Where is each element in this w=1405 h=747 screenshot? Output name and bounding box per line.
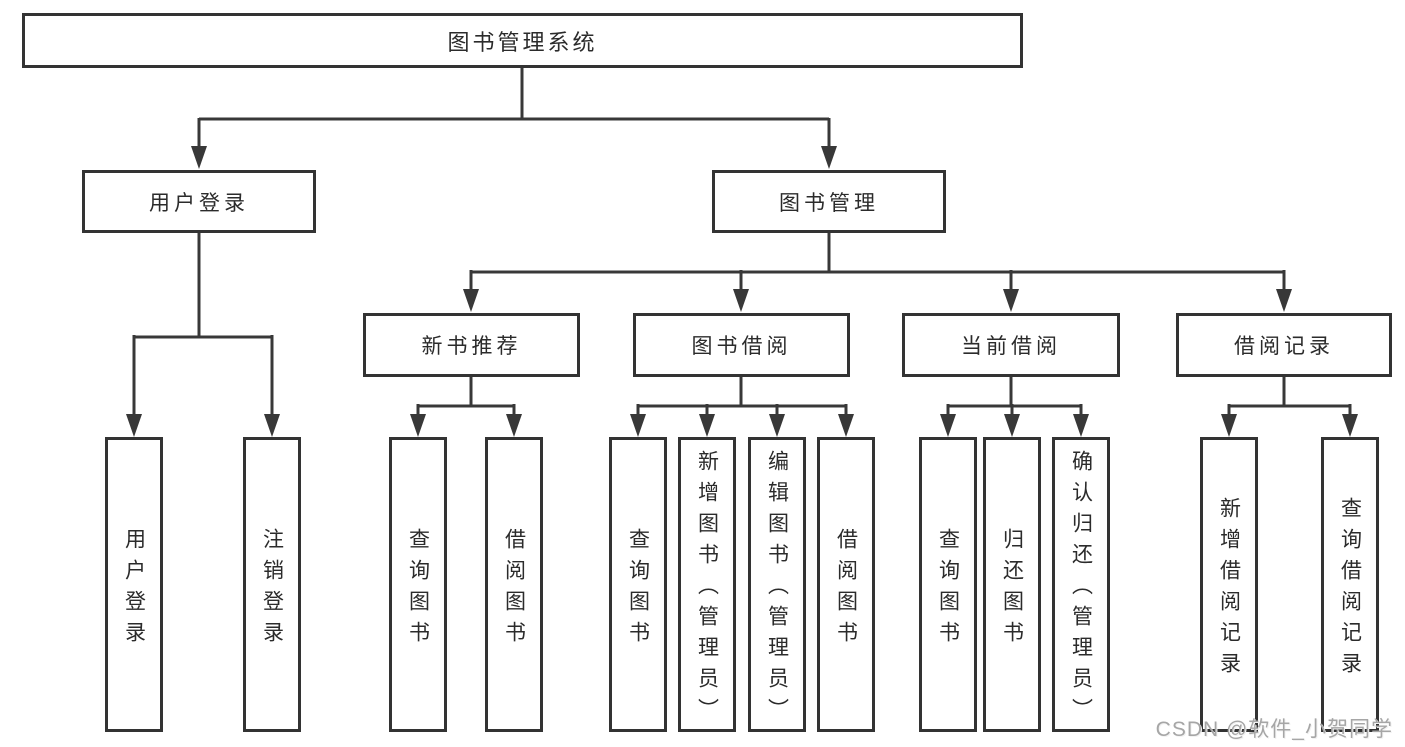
leaf-borrow-books: 借阅图书 (817, 437, 875, 732)
node-book-borrow-label: 图书借阅 (691, 335, 792, 358)
node-user-login-module-label: 用户登录 (149, 191, 249, 215)
leaf-confirm-return-admin-label: 确认归还（管理员） (1069, 450, 1093, 729)
leaf-borrow-books-recommend-label: 借阅图书 (502, 527, 526, 652)
leaf-add-book-admin: 新增图书（管理员） (678, 437, 736, 732)
node-current-borrow: 当前借阅 (902, 313, 1120, 377)
leaf-borrow-books-label: 借阅图书 (834, 527, 858, 652)
node-new-book-recommend-label: 新书推荐 (421, 335, 522, 358)
leaf-user-login: 用户登录 (105, 437, 163, 732)
leaf-query-books-recommend: 查询图书 (389, 437, 447, 732)
leaf-confirm-return-admin: 确认归还（管理员） (1052, 437, 1110, 732)
node-book-management-module: 图书管理 (712, 170, 946, 233)
leaf-logout-login: 注销登录 (243, 437, 301, 732)
leaf-query-borrow-record-label: 查询借阅记录 (1338, 496, 1362, 683)
leaf-add-borrow-record-label: 新增借阅记录 (1217, 496, 1241, 683)
leaf-edit-book-admin: 编辑图书（管理员） (748, 437, 806, 732)
leaf-add-borrow-record: 新增借阅记录 (1200, 437, 1258, 732)
node-book-borrow: 图书借阅 (633, 313, 850, 377)
leaf-query-books-recommend-label: 查询图书 (406, 527, 430, 652)
leaf-user-login-label: 用户登录 (122, 527, 146, 652)
leaf-return-book: 归还图书 (983, 437, 1041, 732)
leaf-edit-book-admin-label: 编辑图书（管理员） (765, 450, 789, 729)
node-new-book-recommend: 新书推荐 (363, 313, 580, 377)
leaf-add-book-admin-label: 新增图书（管理员） (695, 450, 719, 729)
leaf-query-books-current-label: 查询图书 (936, 527, 960, 652)
node-borrow-records-label: 借阅记录 (1234, 335, 1334, 358)
leaf-return-book-label: 归还图书 (1000, 527, 1024, 652)
node-system-root-label: 图书管理系统 (447, 29, 598, 55)
leaf-query-borrow-record: 查询借阅记录 (1321, 437, 1379, 732)
csdn-watermark: CSDN @软件_小贺同学 (1155, 718, 1393, 741)
node-user-login-module: 用户登录 (82, 170, 316, 233)
leaf-query-books-current: 查询图书 (919, 437, 977, 732)
node-system-root: 图书管理系统 (22, 13, 1023, 68)
leaf-borrow-books-recommend: 借阅图书 (485, 437, 543, 732)
node-borrow-records: 借阅记录 (1176, 313, 1392, 377)
leaf-query-books-borrow-label: 查询图书 (626, 527, 650, 652)
node-book-management-module-label: 图书管理 (779, 191, 879, 215)
leaf-query-books-borrow: 查询图书 (609, 437, 667, 732)
node-current-borrow-label: 当前借阅 (961, 335, 1061, 358)
leaf-logout-login-label: 注销登录 (260, 527, 284, 652)
